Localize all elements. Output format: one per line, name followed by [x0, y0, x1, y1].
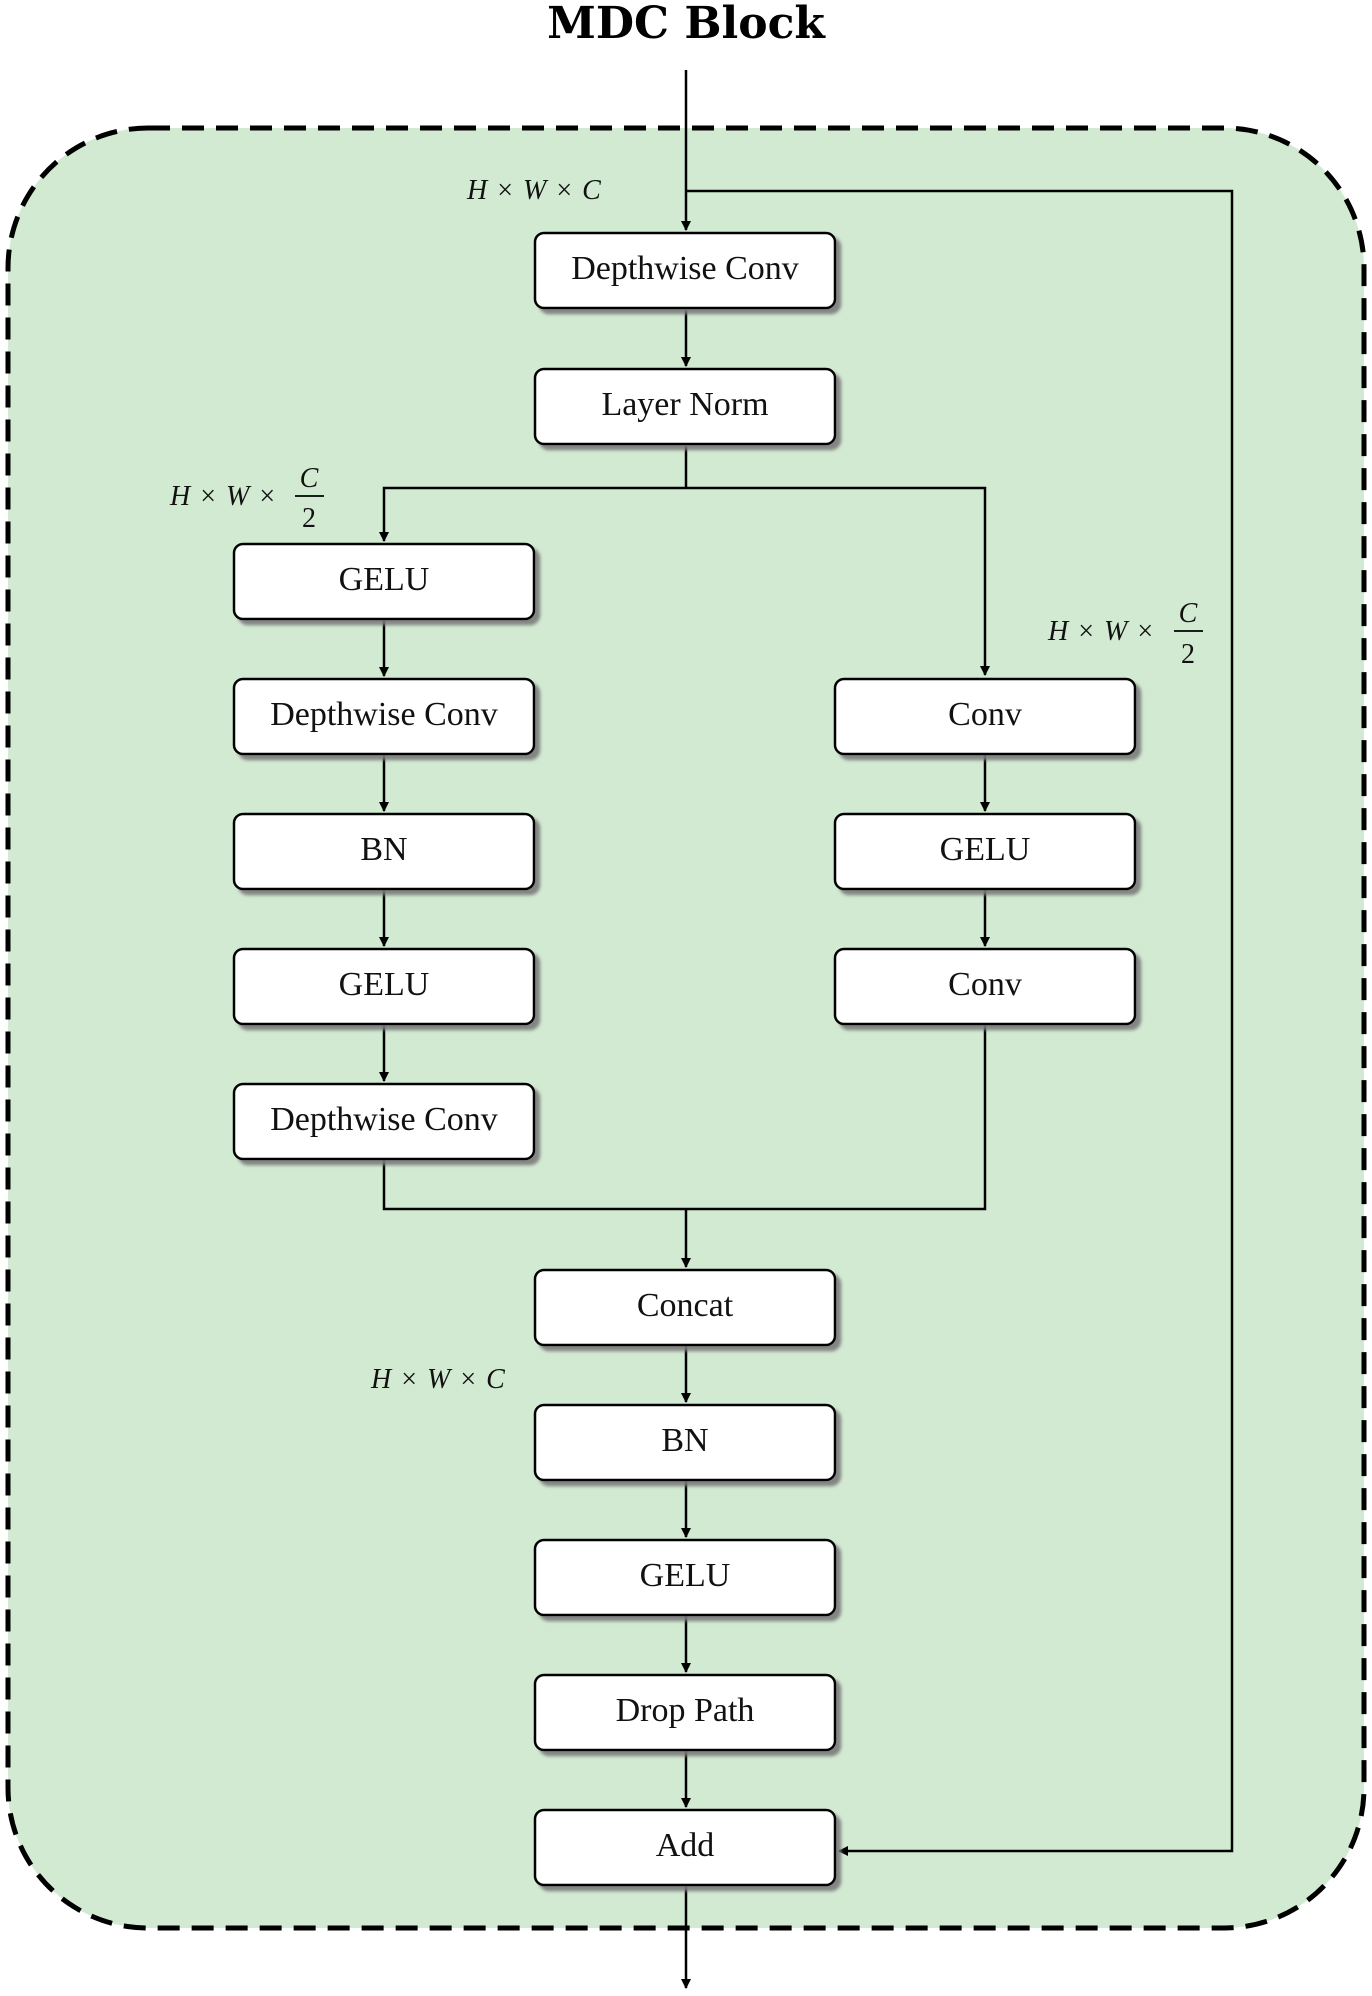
shape-concat-w: W: [427, 1364, 453, 1395]
concat-node: Concat: [533, 1268, 837, 1347]
nodes: Depthwise Conv Layer Norm GELU Depthwise…: [232, 231, 1137, 1887]
shape-left-h: H: [169, 481, 192, 512]
shape-annotations: H × W × C H × W × C 2 H × W ×: [169, 175, 1203, 1395]
shape-left-w: W: [226, 481, 252, 512]
gelu-node: GELU: [533, 1538, 837, 1617]
shape-left-times-1: ×: [200, 481, 216, 512]
shape-label-input: H × W × C: [466, 175, 601, 206]
right-conv-1-node: Conv: [833, 677, 1137, 756]
svg-text:H × W: H × W ×: [169, 481, 275, 512]
left-depthwise-conv-1-node: Depthwise Conv: [232, 677, 536, 756]
shape-right-h: H: [1047, 616, 1070, 647]
right-conv-2-label: Conv: [948, 966, 1022, 1003]
edge-split-right: [686, 486, 990, 676]
diagram-title: MDC Block: [547, 0, 826, 49]
gelu-label: GELU: [640, 1557, 731, 1594]
edge-right-merge: [686, 1025, 987, 1211]
layer-norm-label: Layer Norm: [601, 386, 768, 423]
shape-input-times-1: ×: [497, 175, 513, 206]
add-node: Add: [533, 1808, 837, 1887]
left-depthwise-conv-2-label: Depthwise Conv: [270, 1101, 498, 1138]
add-label: Add: [656, 1827, 715, 1864]
drop-path-node: Drop Path: [533, 1673, 837, 1752]
right-conv-1-label: Conv: [948, 696, 1022, 733]
left-gelu-2-node: GELU: [232, 947, 536, 1026]
depthwise-conv-top-node: Depthwise Conv: [533, 231, 837, 310]
shape-concat-times-1: ×: [401, 1364, 417, 1395]
bn-label: BN: [661, 1422, 708, 1459]
left-gelu-1-node: GELU: [232, 542, 536, 621]
drop-path-label: Drop Path: [616, 1692, 755, 1729]
edge-residual-skip: [686, 189, 1234, 1856]
svg-text:H × W: H × W ×: [1047, 616, 1153, 647]
shape-label-right-branch: H × W × C 2: [1047, 598, 1203, 670]
shape-input-c: C: [582, 175, 601, 206]
shape-right-times-1: ×: [1078, 616, 1094, 647]
shape-concat-h: H: [370, 1364, 393, 1395]
shape-right-times-2: ×: [1137, 616, 1153, 647]
layer-norm-node: Layer Norm: [533, 367, 837, 446]
shape-left-numerator: C: [300, 463, 319, 494]
left-gelu-1-label: GELU: [339, 561, 430, 598]
right-gelu-node: GELU: [833, 812, 1137, 891]
left-bn-node: BN: [232, 812, 536, 891]
shape-input-times-2: ×: [556, 175, 572, 206]
left-bn-label: BN: [360, 831, 407, 868]
shape-concat-c: C: [486, 1364, 505, 1395]
shape-right-denominator: 2: [1181, 639, 1195, 670]
edge-split-left: [379, 486, 686, 542]
shape-label-after-concat: H × W × C: [370, 1364, 505, 1395]
shape-input-w: W: [523, 175, 549, 206]
shape-left-times-2: ×: [259, 481, 275, 512]
shape-right-w: W: [1104, 616, 1130, 647]
edge-left-merge: [382, 1160, 686, 1211]
left-depthwise-conv-1-label: Depthwise Conv: [270, 696, 498, 733]
shape-input-h: H: [466, 175, 489, 206]
left-gelu-2-label: GELU: [339, 966, 430, 1003]
bn-node: BN: [533, 1403, 837, 1482]
shape-right-numerator: C: [1179, 598, 1198, 629]
depthwise-conv-top-label: Depthwise Conv: [571, 250, 799, 287]
edges: [379, 70, 1234, 1989]
right-conv-2-node: Conv: [833, 947, 1137, 1026]
shape-label-left-branch: H × W × C 2: [169, 463, 324, 534]
concat-label: Concat: [637, 1287, 734, 1324]
left-depthwise-conv-2-node: Depthwise Conv: [232, 1082, 536, 1161]
shape-concat-times-2: ×: [460, 1364, 476, 1395]
right-gelu-label: GELU: [940, 831, 1031, 868]
shape-left-denominator: 2: [302, 503, 316, 534]
